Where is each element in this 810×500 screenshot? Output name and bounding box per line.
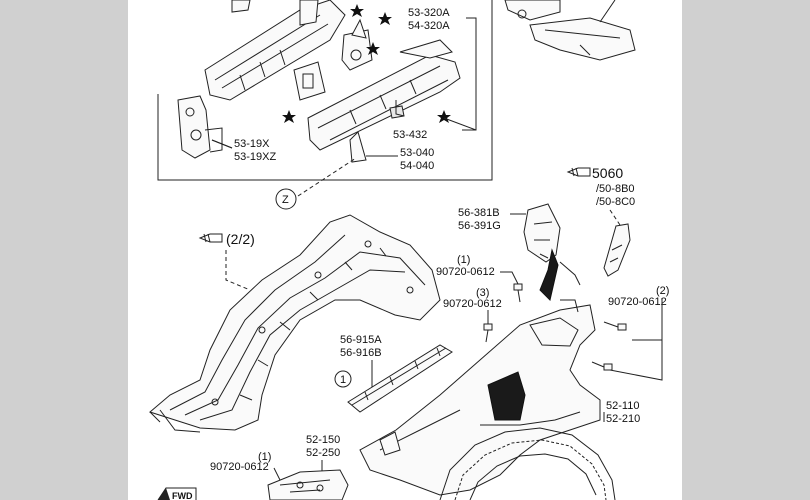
- z-leader: [297, 157, 357, 197]
- ref-5060-label: 5060: [592, 165, 623, 181]
- ref-2-2-label: (2/2): [226, 231, 255, 247]
- fwd-arrow-icon: [157, 487, 197, 500]
- label-54-040: 54-040: [400, 160, 434, 172]
- parts-diagram: 53-320A 54-320A 53-432 53-19X 53-19XZ 53…: [128, 0, 682, 500]
- label-53-19xz: 53-19XZ: [234, 151, 276, 163]
- label-56-915a: 56-915A: [340, 334, 382, 346]
- mudguard-56-381b: [523, 203, 561, 263]
- label-52-250: 52-250: [306, 447, 340, 459]
- bolt-b-label: 90720-0612: [443, 298, 502, 310]
- part-53-432: [389, 105, 405, 119]
- bolt-d-label: 90720-0612: [210, 461, 269, 473]
- bolt-a-icon: [513, 283, 523, 303]
- bracket-5060: [603, 223, 631, 277]
- label-52-210: 52-210: [606, 413, 640, 425]
- front-fender-52-110: [359, 248, 601, 496]
- frame-rail-53-320a: [307, 39, 461, 151]
- label-54-320a: 54-320A: [408, 20, 450, 32]
- upper-leaders: [211, 17, 477, 157]
- ref-5060-icon: [566, 167, 591, 177]
- bolt-b-qty: (3): [476, 287, 489, 299]
- bolt-c-label: 90720-0612: [608, 296, 667, 308]
- gusset-53-040: [349, 131, 367, 163]
- bracket-53-19x: [177, 95, 233, 159]
- bolt-a-leader: [500, 271, 519, 285]
- label-56-391g: 56-391G: [458, 220, 501, 232]
- wheel-arch: [439, 427, 616, 500]
- bolt-c-qty: (2): [656, 285, 669, 297]
- label-52-150: 52-150: [306, 434, 340, 446]
- ref-50-8b0: /50-8B0: [596, 183, 635, 195]
- label-56-381b: 56-381B: [458, 207, 500, 219]
- label-53-19x: 53-19X: [234, 138, 270, 150]
- upper-right-bracket: [504, 0, 636, 61]
- bolt-a-label: 90720-0612: [436, 266, 495, 278]
- diagram-svg: 53-320A 54-320A 53-432 53-19X 53-19XZ 53…: [148, 0, 669, 500]
- ref-5060-leader: [609, 209, 621, 226]
- inner-fender-liner: [148, 214, 441, 433]
- label-53-040: 53-040: [400, 147, 434, 159]
- seal-56-915a: [347, 344, 453, 413]
- z-circle: [275, 188, 297, 210]
- small-clip: [379, 431, 401, 456]
- fender-dark-panel: [487, 371, 526, 421]
- ref-22-icon: [198, 233, 223, 243]
- bolt-c-leader: [609, 298, 663, 381]
- star-markers: [282, 4, 451, 123]
- reinforcement-brackets: [293, 18, 373, 101]
- bolt-c-icon-2: [591, 361, 613, 371]
- leader-star: [443, 117, 477, 131]
- bolt-d-leader: [273, 467, 281, 481]
- fwd-label: FWD: [172, 491, 193, 500]
- ref-50-8c0: /50-8C0: [596, 196, 635, 208]
- bolt-d-qty: (1): [258, 451, 271, 463]
- label-52-110: 52-110: [606, 400, 639, 412]
- label-53-320a: 53-320A: [408, 7, 450, 19]
- label-53-432: 53-432: [393, 129, 427, 141]
- ref-2-2-leader: [225, 250, 251, 291]
- upper-rail-assembly: [204, 0, 346, 101]
- bolt-a-qty: (1): [457, 254, 470, 266]
- circle-1-label: 1: [340, 374, 346, 386]
- callout-box: [157, 0, 493, 181]
- bolt-c-icon-1: [603, 321, 627, 331]
- fender-seal-strip: [539, 248, 559, 301]
- bolt-b-icon: [483, 323, 493, 343]
- right-margin: [682, 0, 810, 500]
- circle-1-marker: [334, 370, 352, 388]
- z-label: Z: [282, 194, 289, 206]
- bracket-52-150: [267, 469, 349, 500]
- label-56-916b: 56-916B: [340, 347, 382, 359]
- left-margin: [0, 0, 128, 500]
